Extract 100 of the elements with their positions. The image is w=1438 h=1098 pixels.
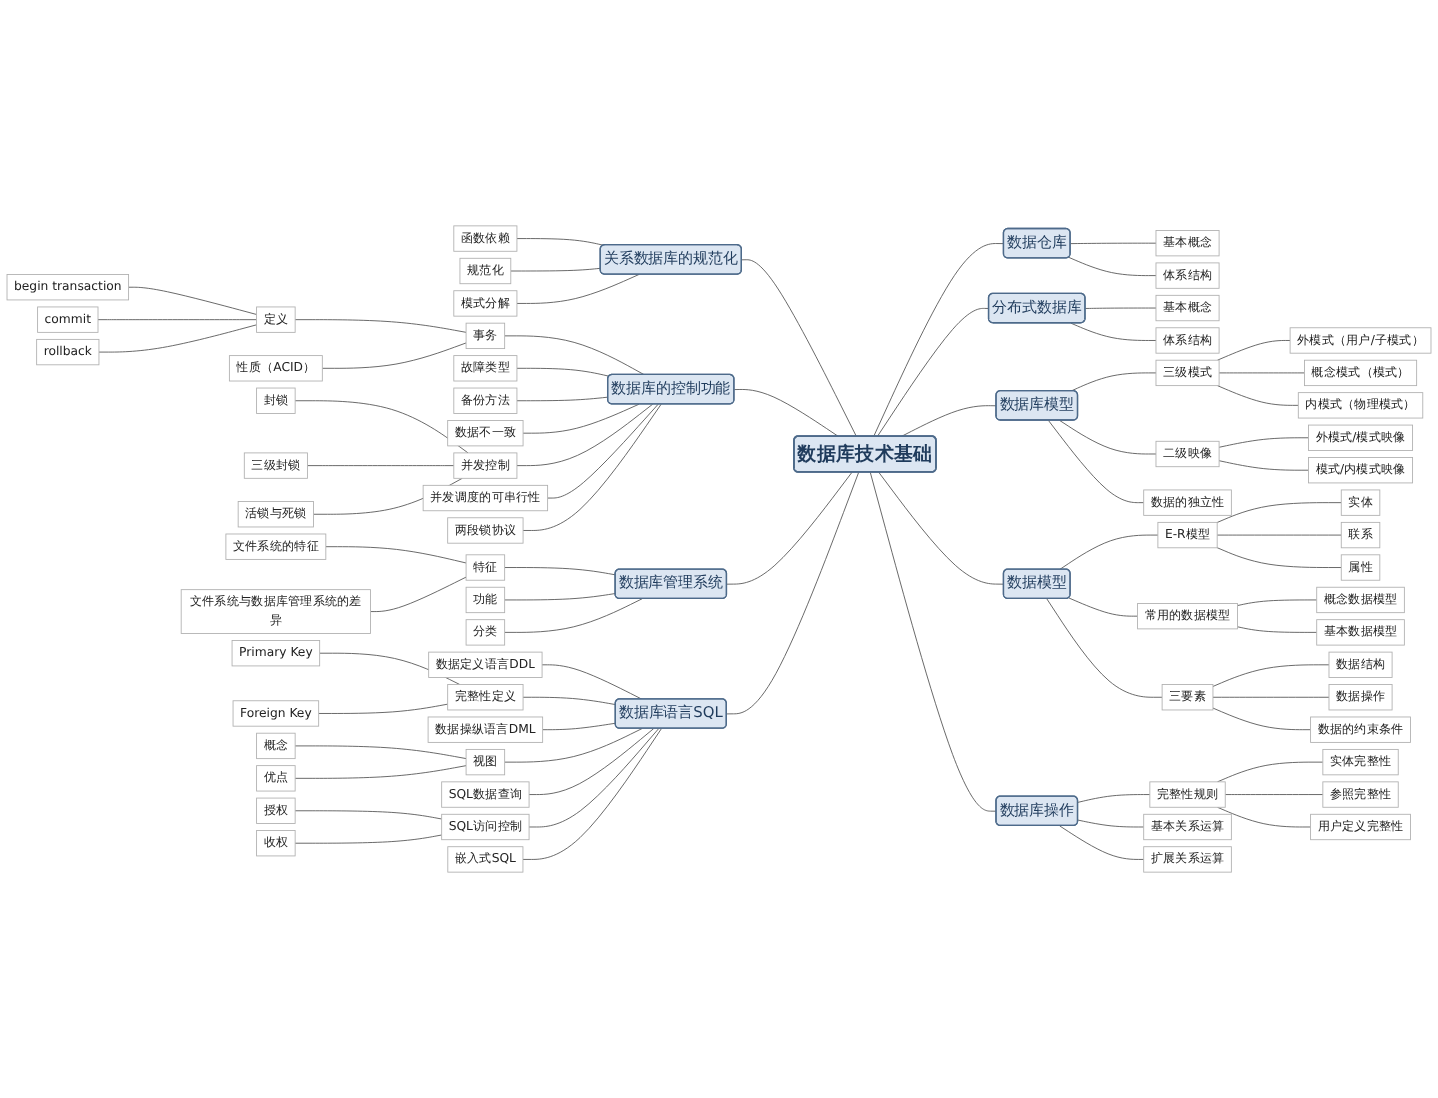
connector	[1217, 761, 1324, 783]
node-box	[1155, 262, 1220, 289]
node-box	[1143, 489, 1232, 516]
node-box	[459, 257, 512, 285]
node-box	[256, 797, 296, 824]
node-box	[1143, 846, 1232, 873]
connector	[541, 664, 643, 700]
node-box	[1316, 619, 1405, 646]
connector	[1048, 420, 1145, 504]
connector	[1218, 437, 1309, 448]
node-box	[1328, 651, 1393, 678]
connector	[516, 396, 609, 402]
node-box	[1157, 521, 1218, 549]
node-box	[36, 338, 100, 366]
node-box	[453, 290, 518, 317]
node-box	[1155, 294, 1220, 322]
connector	[528, 728, 655, 795]
connector	[510, 267, 602, 272]
connector	[1070, 372, 1157, 392]
connector	[542, 722, 617, 731]
connector	[325, 546, 467, 564]
connector	[1059, 420, 1157, 455]
connector	[294, 765, 467, 779]
connector	[294, 400, 469, 454]
node-box	[228, 355, 323, 382]
connector	[741, 259, 857, 437]
node-box	[256, 387, 296, 414]
node-box	[1308, 424, 1413, 451]
node-box	[1310, 813, 1411, 841]
node-box	[1340, 521, 1381, 549]
node-box	[1304, 359, 1418, 387]
connector	[321, 342, 467, 369]
node-box	[243, 452, 308, 479]
connector	[504, 728, 643, 763]
node-box	[1322, 781, 1399, 808]
connector	[1217, 385, 1299, 406]
connector	[1218, 460, 1309, 471]
node-box	[256, 765, 296, 792]
node-box	[465, 554, 506, 581]
node-box	[256, 830, 296, 857]
connector	[1216, 502, 1342, 523]
connector	[726, 471, 853, 585]
connector	[522, 403, 662, 531]
connector	[504, 598, 643, 633]
connector	[1084, 307, 1157, 309]
connector	[318, 703, 449, 714]
connector	[1237, 626, 1318, 633]
node-box	[256, 306, 296, 333]
node-box	[256, 732, 296, 760]
node-box	[1310, 716, 1411, 743]
node-box	[447, 846, 524, 873]
node-box	[441, 813, 530, 841]
connector	[294, 834, 443, 844]
connector	[294, 319, 467, 333]
connector	[1059, 825, 1145, 860]
connector	[128, 286, 257, 315]
node-box	[225, 533, 327, 560]
connector	[869, 471, 997, 812]
connector	[900, 405, 997, 437]
node-box	[441, 781, 530, 808]
connector	[726, 471, 860, 715]
node-box	[422, 484, 549, 512]
connector	[1212, 696, 1330, 698]
node-box	[1340, 554, 1381, 581]
connector	[1070, 242, 1157, 245]
connector	[1212, 664, 1330, 687]
connector	[98, 324, 257, 353]
node-box	[427, 716, 544, 743]
connector	[522, 696, 617, 706]
connector	[370, 576, 467, 612]
connector	[547, 403, 659, 499]
node-box	[453, 387, 518, 414]
node-box	[447, 420, 524, 447]
connector	[873, 243, 1005, 437]
connector	[1237, 599, 1318, 606]
node-box	[1316, 586, 1405, 614]
node-box	[1149, 781, 1226, 808]
node-box	[428, 651, 543, 678]
connector	[294, 745, 467, 760]
connector	[1216, 547, 1342, 568]
node-box	[237, 501, 314, 528]
node-box	[1155, 359, 1220, 387]
node-box	[1155, 230, 1220, 257]
connector	[528, 728, 660, 828]
node-box	[1289, 327, 1432, 354]
node-box	[447, 517, 524, 544]
connector	[294, 810, 443, 820]
connector	[1212, 707, 1311, 731]
connector	[876, 307, 990, 437]
connector	[733, 389, 839, 437]
connector	[1218, 372, 1305, 374]
node-box	[453, 225, 518, 252]
node-box	[1297, 392, 1424, 419]
node-box	[1308, 457, 1413, 484]
connector	[1077, 794, 1151, 803]
node-box	[465, 322, 506, 349]
node-box	[453, 452, 518, 479]
connector	[1217, 340, 1291, 361]
node-box	[1340, 489, 1381, 516]
connector	[1077, 819, 1145, 828]
